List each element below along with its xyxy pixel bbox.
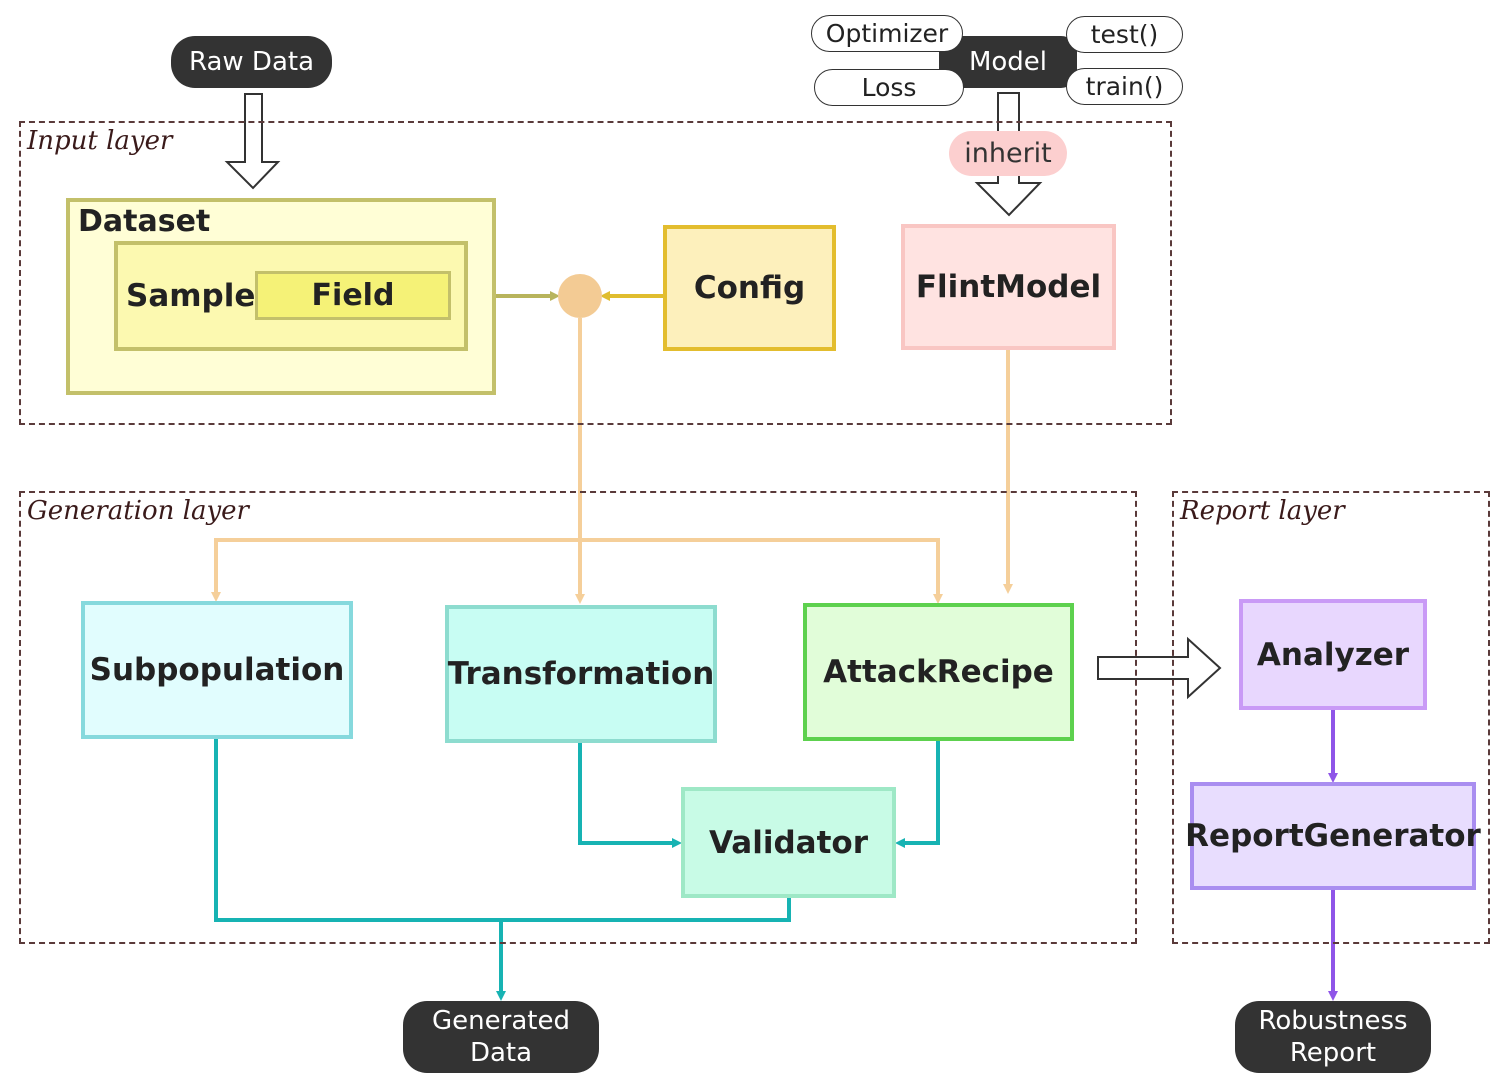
generated-data-line1: Generated bbox=[432, 1006, 570, 1036]
test-method-tag: test() bbox=[1066, 16, 1183, 53]
input-layer-box bbox=[19, 121, 1172, 425]
transformation-to-validator-wire bbox=[578, 743, 676, 845]
report-layer-box bbox=[1172, 491, 1490, 944]
dataset-label: Dataset bbox=[78, 204, 211, 239]
transformation-node: Transformation bbox=[445, 605, 717, 743]
sample-label: Sample bbox=[126, 278, 256, 314]
join-to-subpopulation-arrowhead bbox=[211, 592, 221, 602]
robustness-report-line2: Report bbox=[1289, 1038, 1377, 1068]
transformation-to-validator-arrowhead bbox=[672, 838, 682, 848]
join-dot bbox=[558, 274, 602, 318]
config-to-join-arrowhead bbox=[600, 291, 610, 301]
flintmodel-to-attackrecipe-arrowhead bbox=[1003, 584, 1013, 594]
generated-data-terminal: Generated Data bbox=[403, 1001, 599, 1073]
report-layer-title: Report layer bbox=[1180, 496, 1345, 526]
subpopulation-node: Subpopulation bbox=[81, 601, 353, 739]
robustness-report-line1: Robustness bbox=[1258, 1006, 1408, 1036]
generated-data-line2: Data bbox=[469, 1038, 533, 1068]
flintmodel-node: FlintModel bbox=[901, 224, 1116, 350]
attackrecipe-to-validator-arrowhead bbox=[895, 838, 905, 848]
dataset-to-join-arrowhead bbox=[550, 291, 560, 301]
attackrecipe-node: AttackRecipe bbox=[803, 603, 1074, 741]
join-to-attackrecipe-arrowhead bbox=[933, 594, 943, 604]
generation-to-report-arrow bbox=[1097, 636, 1222, 700]
raw-data-arrow bbox=[224, 93, 281, 190]
loss-tag: Loss bbox=[814, 69, 964, 106]
reportgenerator-node: ReportGenerator bbox=[1185, 782, 1481, 890]
input-layer-title: Input layer bbox=[27, 126, 173, 156]
reportgenerator-to-robustness-report-arrowhead bbox=[1328, 991, 1338, 1001]
inherit-label: inherit bbox=[949, 131, 1067, 176]
join-to-attackrecipe-wire bbox=[580, 538, 940, 598]
analyzer-node: Analyzer bbox=[1239, 599, 1427, 710]
join-to-subpopulation-wire bbox=[214, 538, 580, 596]
generation-layer-title: Generation layer bbox=[27, 496, 249, 526]
validator-node: Validator bbox=[681, 787, 896, 898]
optimizer-tag: Optimizer bbox=[811, 15, 963, 52]
merge-to-generated-data-arrowhead bbox=[496, 991, 506, 1001]
robustness-report-terminal: Robustness Report bbox=[1235, 1001, 1431, 1073]
attackrecipe-to-validator-wire bbox=[901, 741, 940, 845]
field-node: Field bbox=[255, 271, 451, 320]
analyzer-to-reportgenerator-arrowhead bbox=[1328, 773, 1338, 783]
train-method-tag: train() bbox=[1066, 68, 1183, 105]
config-node: Config bbox=[663, 225, 836, 351]
join-to-transformation-arrowhead bbox=[575, 594, 585, 604]
raw-data-terminal: Raw Data bbox=[171, 36, 332, 88]
generation-layer-box bbox=[19, 491, 1137, 944]
